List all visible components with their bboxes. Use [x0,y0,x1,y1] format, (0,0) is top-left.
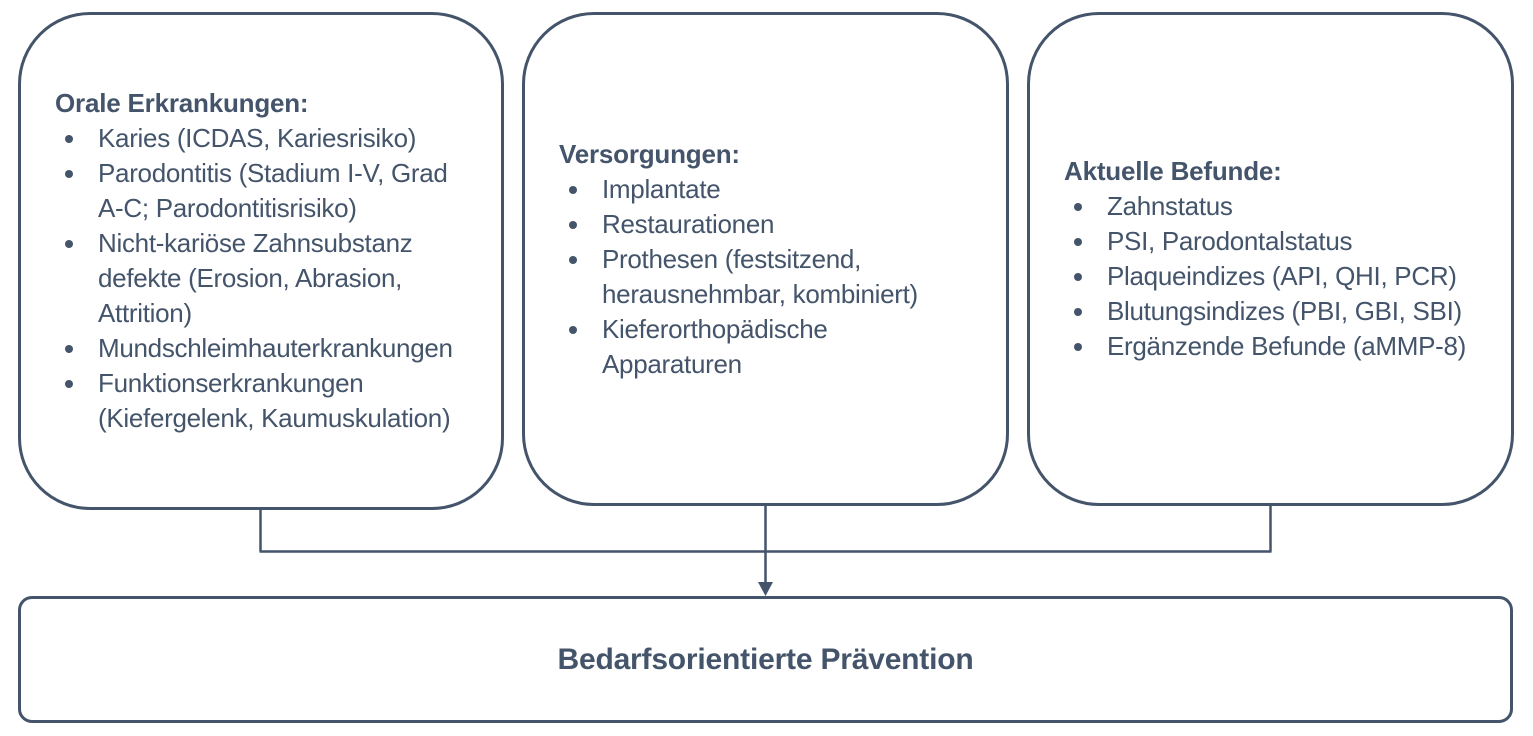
node-content: Orale Erkrankungen: Karies (ICDAS, Karie… [21,86,501,436]
list-item-text: Funktionserkrankungen (Kiefergelenk, Kau… [98,368,451,433]
node-bedarfsorientierte-praevention: Bedarfsorientierte Prävention [18,596,1513,723]
list-item: PSI, Parodontalstatus [1064,224,1495,259]
bullet-icon [65,170,73,178]
list-item-text: Mundschleimhauterkrankungen [98,333,453,363]
node-title: Versorgungen: [559,138,740,169]
list-item: Nicht-kariöse Zahnsubstanz defekte (Eros… [55,226,485,331]
list-item-text: PSI, Parodontalstatus [1107,226,1353,256]
list-item: Zahnstatus [1064,189,1495,224]
arrowhead-down-icon [758,582,773,596]
node-orale-erkrankungen: Orale Erkrankungen: Karies (ICDAS, Karie… [18,12,504,510]
bullet-icon [1074,273,1082,281]
node-title: Aktuelle Befunde: [1064,156,1282,186]
node-versorgungen: Versorgungen: Implantate Restaurationen … [522,12,1009,506]
node-title: Orale Erkrankungen: [55,88,309,118]
bullet-icon [569,220,577,229]
list-item: Kieferorthopädische Apparaturen [559,312,990,382]
list-item: Restaurationen [559,207,990,242]
list-item-text: Restaurationen [602,208,775,239]
bullet-icon [65,380,73,388]
list-item-text: Zahnstatus [1107,191,1233,221]
list-item-text: Parodontitis (Stadium I-V, Grad A-C; Par… [98,158,448,223]
bullet-icon [65,240,73,248]
list-item-text: Kieferorthopädische Apparaturen [602,313,828,379]
bullet-icon [1074,308,1082,316]
bullet-icon [65,135,73,143]
list-item-text: Nicht-kariöse Zahnsubstanz defekte (Eros… [98,228,413,328]
list-item: Blutungsindizes (PBI, GBI, SBI) [1064,294,1495,329]
list-item: Plaqueindizes (API, QHI, PCR) [1064,259,1495,294]
bullet-icon [65,345,73,353]
list-item: Prothesen (festsitzend, herausnehmbar, k… [559,242,990,312]
list-item-text: Blutungsindizes (PBI, GBI, SBI) [1107,296,1462,326]
bullet-icon [569,255,577,264]
bullet-icon [1074,238,1082,246]
list-item-text: Karies (ICDAS, Kariesrisiko) [98,123,417,153]
list-item-text: Plaqueindizes (API, QHI, PCR) [1107,261,1457,291]
list-item-text: Implantate [602,173,721,204]
bullet-list: Zahnstatus PSI, Parodontalstatus Plaquei… [1064,189,1495,364]
list-item: Mundschleimhauterkrankungen [55,331,485,366]
list-item: Ergänzende Befunde (aMMP-8) [1064,329,1495,364]
bullet-list: Karies (ICDAS, Kariesrisiko) Parodontiti… [55,121,485,436]
bullet-list: Implantate Restaurationen Prothesen (fes… [559,172,990,382]
bullet-icon [1074,343,1082,351]
list-item: Karies (ICDAS, Kariesrisiko) [55,121,485,156]
list-item: Funktionserkrankungen (Kiefergelenk, Kau… [55,366,485,436]
list-item: Parodontitis (Stadium I-V, Grad A-C; Par… [55,156,485,226]
bullet-icon [569,185,577,194]
list-item: Implantate [559,172,990,207]
node-content: Aktuelle Befunde: Zahnstatus PSI, Parodo… [1030,154,1511,364]
node-aktuelle-befunde: Aktuelle Befunde: Zahnstatus PSI, Parodo… [1027,12,1514,506]
list-item-text: Ergänzende Befunde (aMMP-8) [1107,331,1466,361]
bullet-icon [569,325,577,334]
result-box-label: Bedarfsorientierte Prävention [557,642,974,676]
bullet-icon [1074,203,1082,211]
list-item-text: Prothesen (festsitzend, herausnehmbar, k… [602,243,918,309]
node-content: Versorgungen: Implantate Restaurationen … [525,137,1006,382]
